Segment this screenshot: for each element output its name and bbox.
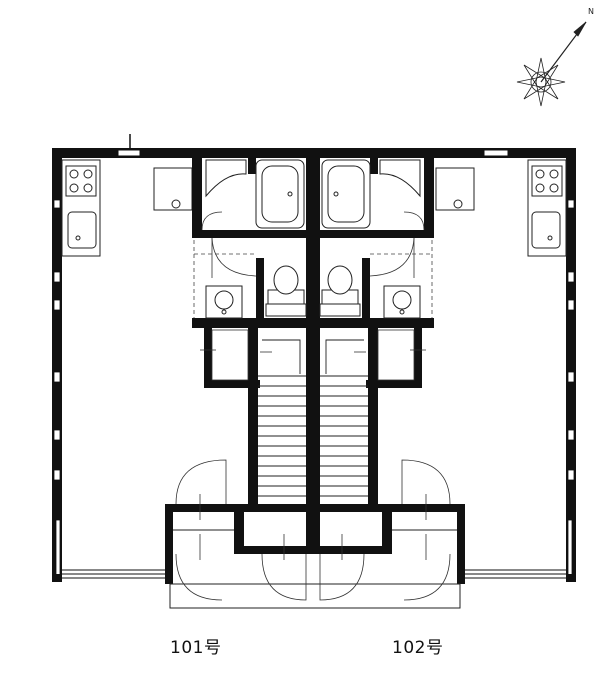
porch-outline (169, 529, 461, 609)
compass-rose-icon: N (516, 7, 594, 107)
unit-label-102: 102号 (392, 638, 444, 658)
wash-basin-102 (383, 285, 421, 319)
laundry-space-102 (435, 167, 475, 211)
kitchen-101 (61, 159, 101, 257)
wash-basin-101 (205, 285, 243, 319)
kitchen-102 (527, 159, 567, 257)
staircase-101 (258, 339, 306, 497)
entrance-walls (165, 504, 465, 584)
staircase-102 (320, 339, 368, 497)
laundry-space-101 (153, 167, 193, 211)
central-core-walls (192, 148, 434, 528)
entry-door-101 (175, 459, 227, 601)
bathtub-101 (205, 159, 305, 229)
entry-door-102 (401, 459, 451, 601)
unit-label-101: 101号 (170, 638, 222, 658)
bath-door-101 (211, 237, 257, 278)
bath-door-102 (369, 237, 415, 278)
toilet-102 (319, 265, 361, 317)
hall-doors (200, 329, 426, 381)
north-mark: N (588, 7, 594, 16)
laundry-doors (201, 211, 425, 231)
bathtub-102 (321, 159, 421, 229)
toilet-101 (265, 265, 307, 317)
porch-doors (261, 534, 365, 601)
